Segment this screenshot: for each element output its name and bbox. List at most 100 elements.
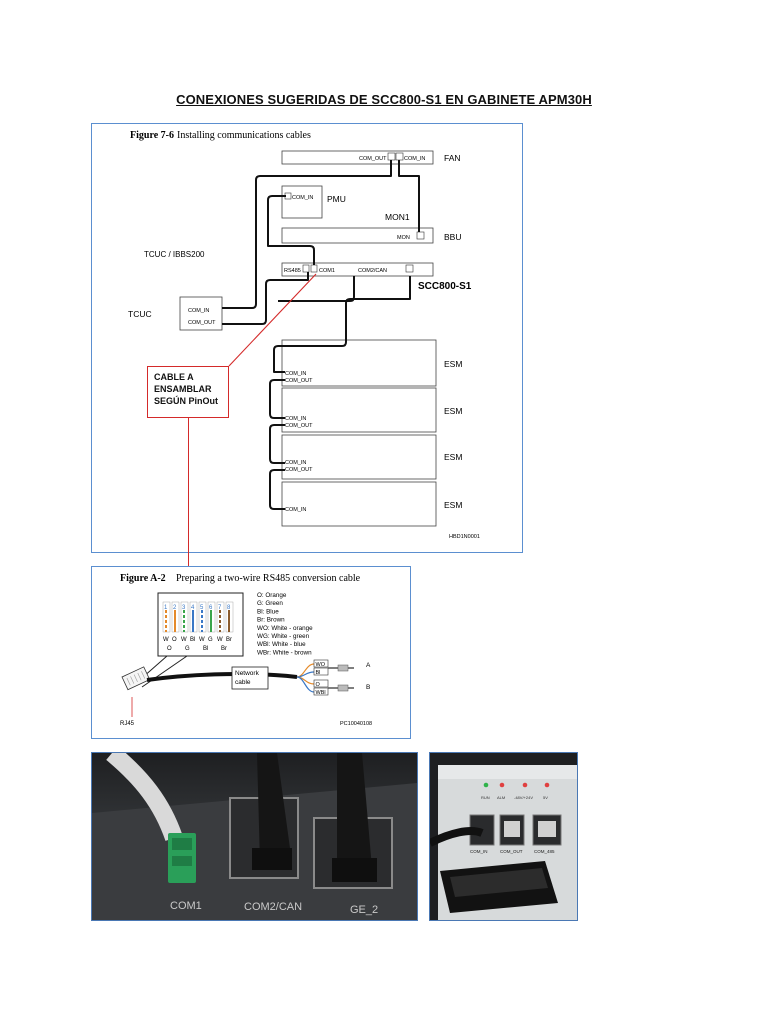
tcuc-port-out-label: COM_OUT xyxy=(188,320,216,326)
esm-1-port-in: COM_IN xyxy=(285,371,306,377)
pin-number: 4 xyxy=(191,605,195,611)
scc-rs485-label: RS485 xyxy=(284,268,301,274)
page-title: CONEXIONES SUGERIDAS DE SCC800-S1 EN GAB… xyxy=(176,92,592,107)
legend-entry: WG: White - green xyxy=(257,633,310,640)
esm-unit-2 xyxy=(281,387,437,433)
scc-com2-label: COM2/CAN xyxy=(358,268,387,274)
network-cable xyxy=(146,672,298,682)
callout-line-2: ENSAMBLAR xyxy=(154,384,212,394)
wire-tag: WBl xyxy=(316,690,326,696)
fan-port-in-label: COM_IN xyxy=(404,156,425,162)
pin-color-top: W xyxy=(199,637,205,643)
breakout-wire xyxy=(296,663,315,678)
wire-tag-box xyxy=(313,679,329,688)
scc-com1-port xyxy=(310,264,318,273)
esm-2-port-out: COM_OUT xyxy=(285,423,313,429)
esm-4-label: ESM xyxy=(444,500,462,510)
esm-unit-1 xyxy=(281,339,437,387)
callout-line-3: SEGÚN PinOut xyxy=(154,396,219,406)
led-alm: ALM xyxy=(497,795,505,800)
pin-color-bottom: O xyxy=(167,646,172,652)
cabling-diagram: Figure 7-6 Installing communications cab… xyxy=(128,130,480,540)
cable-callout-box: CABLE A ENSAMBLAR SEGÚN PinOut xyxy=(147,366,229,418)
figure-installing-cables: Figure 7-6 Installing communications cab… xyxy=(91,123,523,553)
callout-pointer xyxy=(228,273,317,367)
pin-color-top: G xyxy=(208,637,213,643)
pin-color-top: W xyxy=(181,637,187,643)
esm-3-label: ESM xyxy=(444,452,462,462)
legend-entry: Bl: Blue xyxy=(257,608,279,615)
pin-number: 2 xyxy=(173,605,177,611)
photo-label-ge2: GE_2 xyxy=(350,904,378,916)
pin-color-top: W xyxy=(163,637,169,643)
wire-tag-box xyxy=(313,687,329,696)
rj45-label: RJ45 xyxy=(120,721,135,727)
pin-number: 7 xyxy=(218,605,222,611)
photo-label-com1: COM1 xyxy=(170,900,202,912)
esm-3-port-out: COM_OUT xyxy=(285,467,313,473)
out-b-label: B xyxy=(366,684,370,691)
port-label-com-in: COM_IN xyxy=(470,849,488,854)
legend-entry: Br: Brown xyxy=(257,617,285,624)
legend-entry: WO: White - orange xyxy=(257,625,313,632)
network-cable-label-2: cable xyxy=(235,679,251,686)
esm-3-port-in: COM_IN xyxy=(285,460,306,466)
wire-tag: Bl xyxy=(316,670,321,676)
fan-port-out-label: COM_OUT xyxy=(359,156,387,162)
bbu-port xyxy=(416,231,425,240)
rs485-diagram: Figure A-2 Preparing a two-wire RS485 co… xyxy=(120,573,372,727)
wire-tag: WO xyxy=(316,662,326,668)
fan-port-in xyxy=(395,152,404,161)
legend-entry: G: Green xyxy=(257,600,283,607)
photo-label-com2: COM2/CAN xyxy=(244,901,302,913)
figure1-caption-number: Figure 7-6 xyxy=(130,130,174,141)
photo-scc800-illustration: COM1 COM2/CAN GE_2 xyxy=(92,753,417,920)
figure2-code: PC10040108 xyxy=(340,721,372,727)
pin-color-bottom: Br xyxy=(221,646,227,652)
callout-connector-line xyxy=(188,417,189,567)
figure2-caption-text: Preparing a two-wire RS485 conversion ca… xyxy=(176,573,361,584)
figure1-caption-text: Installing communications cables xyxy=(177,130,311,141)
callout-line-1: CABLE A xyxy=(154,372,194,382)
esm-unit-3 xyxy=(281,434,437,480)
rj45-plug xyxy=(121,666,151,691)
cables xyxy=(222,160,420,510)
photo-scc800-ports: COM1 COM2/CAN GE_2 xyxy=(91,752,418,921)
network-cable-label-box xyxy=(231,666,269,690)
pin-number: 5 xyxy=(200,605,204,611)
scc-com2-port xyxy=(405,264,414,273)
white-cable xyxy=(106,753,183,842)
esm-2-label: ESM xyxy=(444,406,462,416)
figure-rs485-cable: Figure A-2 Preparing a two-wire RS485 co… xyxy=(91,566,411,739)
led-5v: 5V xyxy=(543,795,548,800)
crimp-terminal xyxy=(337,664,349,672)
esm-4-port-in: COM_IN xyxy=(285,507,306,513)
pmu-unit xyxy=(281,185,323,219)
esm-2-port-in: COM_IN xyxy=(285,416,306,422)
port-label-com-485: COM_485 xyxy=(534,849,555,854)
tcuc-port-in-label: COM_IN xyxy=(188,308,209,314)
pmu-port-label: COM_IN xyxy=(292,195,313,201)
pin-number: 6 xyxy=(209,605,213,611)
wire-breakout: WO BlO WBl xyxy=(296,659,354,696)
legend-entry: WBr: White - brown xyxy=(257,649,312,656)
bbu-label: BBU xyxy=(444,232,461,242)
scc-com1-label: COM1 xyxy=(319,268,335,274)
wire-tag-box xyxy=(313,659,329,668)
legend-entry: O: Orange xyxy=(257,592,287,599)
crimp-terminal xyxy=(337,684,349,692)
pin-color-bottom: G xyxy=(185,646,190,652)
pin-color-bottom: Bl xyxy=(203,646,208,652)
led-run: RUN xyxy=(481,795,490,800)
network-cable-label-1: Network xyxy=(235,670,260,677)
wire-tag: O xyxy=(316,682,321,688)
breakout-wire xyxy=(296,676,315,693)
esm-1-port-out: COM_OUT xyxy=(285,378,313,384)
mon1-label: MON1 xyxy=(385,212,410,222)
fan-label: FAN xyxy=(444,153,461,163)
pin-color-top: Br xyxy=(226,637,232,643)
breakout-wire xyxy=(296,671,315,678)
scc800-unit xyxy=(281,262,434,277)
figure2-caption-number: Figure A-2 xyxy=(120,573,166,584)
